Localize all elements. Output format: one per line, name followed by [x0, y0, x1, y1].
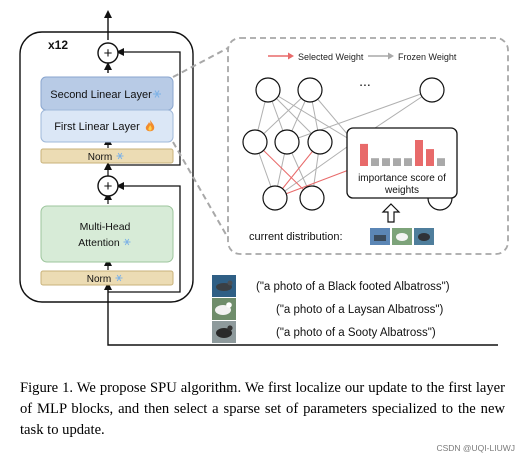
black-footed-albatross-photo	[212, 275, 236, 297]
figure-caption: Figure 1. We propose SPU algorithm. We f…	[20, 380, 505, 438]
adder-bottom-symbol: +	[104, 178, 113, 195]
distribution-label: current distribution:	[249, 231, 343, 243]
multi-head-attention	[40, 205, 174, 263]
norm-top-label: Norm	[88, 152, 112, 163]
adder-bottom	[97, 175, 119, 197]
importance-bar	[382, 158, 390, 166]
importance-label-line1: importance score of	[358, 173, 446, 184]
norm-bottom-label: Norm	[87, 274, 111, 285]
adder-top-symbol: +	[104, 45, 113, 62]
snowflake-icon	[153, 90, 161, 98]
importance-bar	[437, 158, 445, 166]
snowflake-icon	[123, 238, 131, 246]
watermark: CSDN @UQI-LIUWJ	[436, 443, 515, 453]
importance-bar	[393, 158, 401, 166]
importance-bars	[360, 140, 445, 166]
norm-top	[40, 148, 174, 164]
distribution-thumbnails	[370, 228, 434, 245]
hollow-up-arrow-icon	[381, 203, 401, 223]
spu-figure: x12 + + Second Linear Layer First Linear…	[19, 10, 509, 346]
repeat-label: x12	[48, 38, 68, 52]
first-linear-layer	[40, 109, 174, 143]
first-linear-label: First Linear Layer	[54, 121, 140, 133]
second-linear-label: Second Linear Layer	[50, 89, 152, 101]
attention-label-line2: Attention	[78, 237, 120, 249]
detail-panel	[227, 37, 509, 255]
neurons	[242, 77, 453, 211]
legend-selected-label: Selected Weight	[298, 52, 364, 62]
prompt-sooty: ("a photo of a Sooty Albatross")	[276, 327, 436, 339]
attention-label-line1: Multi-Head	[80, 221, 131, 233]
neuron-ellipsis: ...	[359, 73, 371, 89]
fire-icon	[145, 120, 155, 132]
prompt-laysan: ("a photo of a Laysan Albatross")	[276, 304, 444, 316]
importance-bar	[426, 149, 434, 166]
importance-bar	[404, 158, 412, 166]
adder-top	[97, 42, 119, 64]
prompt-black-footed: ("a photo of a Black footed Albatross")	[256, 281, 450, 293]
snowflake-icon	[115, 274, 123, 282]
importance-bar	[415, 140, 423, 166]
importance-label-line2: weights	[384, 185, 419, 196]
snowflake-icon	[116, 152, 124, 160]
sooty-albatross-photo	[212, 321, 236, 343]
norm-bottom	[40, 270, 174, 286]
transformer-block	[19, 31, 194, 303]
laysan-albatross-photo	[212, 298, 236, 320]
legend-frozen-label: Frozen Weight	[398, 52, 457, 62]
importance-bar	[360, 143, 368, 166]
importance-bar	[371, 158, 379, 166]
importance-score-box	[346, 127, 458, 199]
